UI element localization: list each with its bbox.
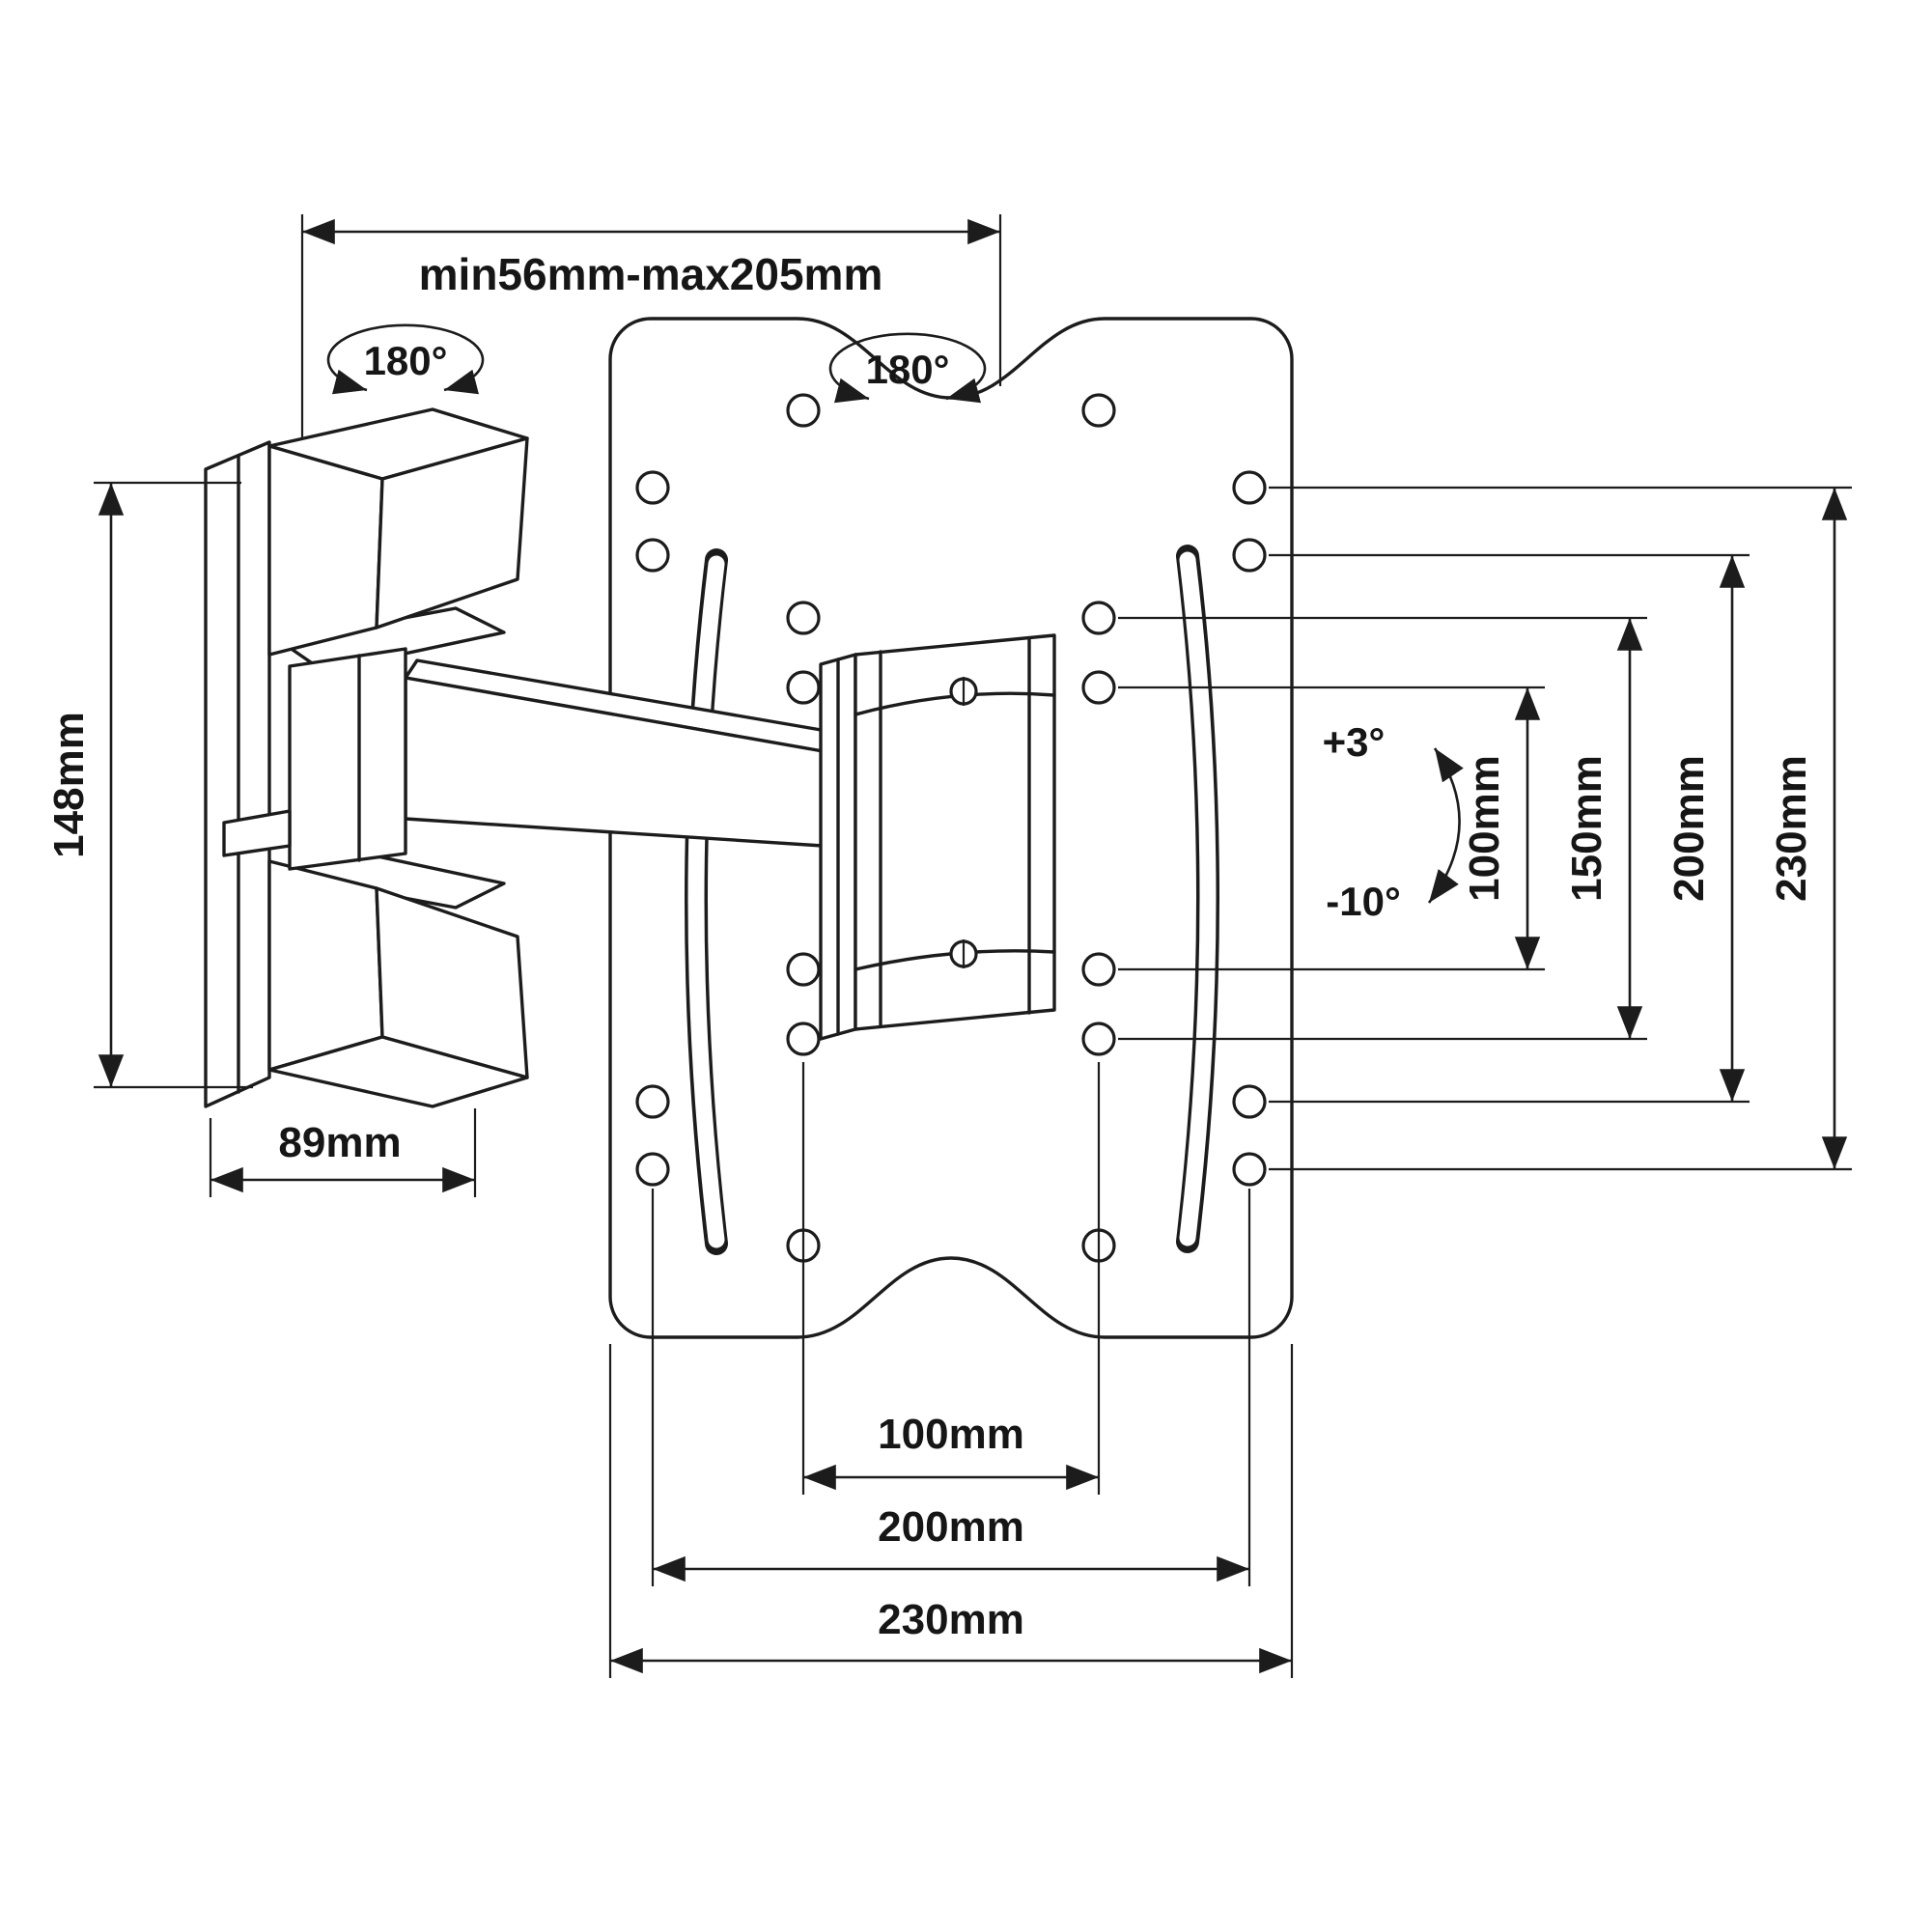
bottom-clamp-left-face (267, 859, 384, 1072)
vesa-hole (635, 1084, 670, 1119)
dimensions: min56mm-max205mm 148mm 89mm 100mm 200mm … (45, 214, 1852, 1678)
vesa-hole (786, 1022, 821, 1056)
vesa-hole (786, 601, 821, 635)
vesa-hole (1232, 470, 1267, 505)
dim-extension-range-label: min56mm-max205mm (419, 249, 883, 299)
vesa-hole (635, 470, 670, 505)
dim-v230-label: 230mm (1768, 755, 1815, 902)
vesa-hole (786, 670, 821, 705)
vesa-hole (1081, 1022, 1116, 1056)
top-clamp-left-face (267, 444, 384, 657)
vesa-hole (1232, 1152, 1267, 1187)
swivel-plate-arc (828, 332, 987, 404)
vesa-hole (1081, 670, 1116, 705)
top-clamp-right-face (375, 436, 529, 630)
vesa-hole (1081, 952, 1116, 987)
tilt-up-label: +3° (1323, 719, 1386, 765)
vesa-hole (635, 1152, 670, 1187)
vesa-hole (635, 538, 670, 573)
tilt-arc (1427, 747, 1464, 904)
dim-v100-label: 100mm (1461, 755, 1508, 902)
motion-indicators: 180° 180° +3° -10° (326, 323, 1464, 924)
curved-slot-left-inner (687, 555, 725, 1248)
dim-h200-label: 200mm (878, 1503, 1024, 1551)
tilt-down-label: -10° (1326, 879, 1401, 924)
bottom-clamp-under-face (267, 1035, 529, 1108)
vesa-hole (1232, 538, 1267, 573)
swivel-plate-angle-label: 180° (866, 347, 950, 392)
plate-bracket (819, 633, 1056, 1041)
bracket-main-face (854, 633, 1056, 1031)
dim-89-label: 89mm (278, 1119, 401, 1166)
vesa-hole (786, 952, 821, 987)
wall-bracket (204, 407, 529, 1108)
vesa-hole (1081, 601, 1116, 635)
swivel-arm-arc (326, 323, 485, 395)
wall-hinge-block (288, 647, 407, 871)
swivel-arm-angle-label: 180° (364, 338, 448, 383)
dim-h230-label: 230mm (878, 1596, 1024, 1643)
dim-h100-label: 100mm (878, 1411, 1024, 1458)
vesa-hole (1081, 393, 1116, 428)
vesa-hole (1232, 1084, 1267, 1119)
dim-v150-label: 150mm (1563, 755, 1610, 902)
curved-slot-right-inner (1179, 551, 1217, 1246)
vesa-hole (786, 393, 821, 428)
dim-v200-label: 200mm (1666, 755, 1713, 902)
dim-148-label: 148mm (45, 712, 93, 858)
wall-hinge-notch (222, 809, 292, 857)
